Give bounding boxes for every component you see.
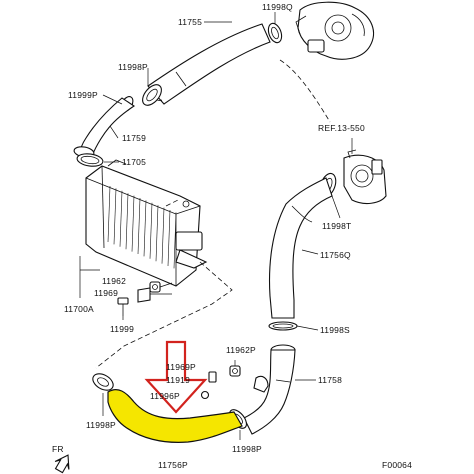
label-ref: REF.13-550 [318,123,365,133]
callout-arrow [144,340,208,414]
throttle-body [343,149,387,205]
pipe-11759 [73,97,135,158]
intercooler-fin [155,205,159,262]
intercooler-fin [131,195,135,252]
clamp-11998q [267,22,283,44]
label-11998t: 11998T [322,221,351,231]
intercooler-fin [143,200,147,257]
label-11755: 11755 [178,17,202,27]
intercooler-fin [125,193,129,250]
bolt-11999 [117,297,129,316]
hose-11755 [147,23,271,105]
label-11998p-right: 11998P [232,444,262,454]
label-11756p: 11756P [158,460,188,470]
label-11759: 11759 [122,133,146,143]
intercooler-11700a [85,159,208,287]
label-11998p-left: 11998P [86,420,116,430]
label-11996p: 11996P [150,391,180,401]
hose-11756p-highlighted [107,389,243,443]
label-fr: FR [52,444,64,454]
intercooler-fin [161,207,165,264]
label-11962p: 11962P [226,345,256,355]
bolt-11962p [229,365,241,377]
label-11705: 11705 [122,157,146,167]
pipe-11758 [243,344,296,435]
label-11999: 11999 [110,324,134,334]
intercooler-fin [173,212,177,269]
label-11998p-top: 11998P [118,62,148,72]
intercooler-fin [137,197,141,255]
intercooler-fin [113,188,117,245]
intercooler-fin [107,185,111,243]
label-11998q: 11998Q [262,2,293,12]
intercooler-fin [167,209,171,267]
labels: 11755 11998Q 11998P 11999P 11759 11705 R… [52,2,412,470]
leader-lines [79,12,353,440]
intercooler-fins [107,185,177,269]
bolt-11962 [149,281,161,293]
label-11700a: 11700A [64,304,94,314]
clamp-11998p-left [92,373,114,391]
label-11998s: 11998S [320,325,350,335]
bolt-11996p [200,390,210,400]
hose-11756q [269,177,333,319]
intercooler-fin [149,202,153,259]
intercooler-fin [119,190,123,247]
label-11756q: 11756Q [320,250,351,260]
clamp-11998p-top [142,84,162,106]
label-11758: 11758 [318,375,342,385]
fastener-11969p [208,371,217,383]
clamp-11998s [268,321,298,331]
flow-lines [95,59,331,369]
front-direction-icon [54,454,70,474]
label-11962: 11962 [102,276,126,286]
label-11999p: 11999P [68,90,98,100]
turbocharger [295,1,374,60]
gasket-11705 [76,153,104,167]
bracket-11969 [137,287,151,303]
label-figure-code: F00064 [382,460,412,470]
label-11919: 11919 [166,375,190,385]
label-11969: 11969 [94,288,118,298]
label-11969p: 11969P [166,362,196,372]
